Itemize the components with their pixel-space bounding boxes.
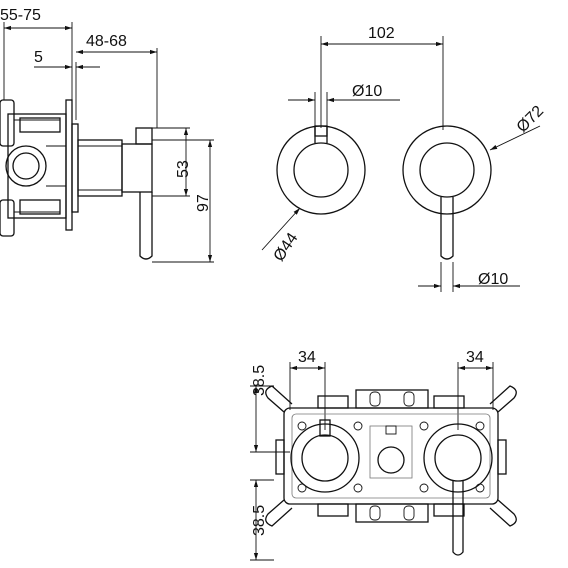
- dim-plate-gap: 5: [34, 49, 43, 66]
- dim-centre-distance: 102: [368, 25, 395, 42]
- dim-right-offset: 34: [466, 349, 484, 366]
- dim-depth-range: 55-75: [0, 7, 41, 24]
- dim-lever-diameter-bottom: Ø10: [478, 271, 508, 288]
- dim-left-offset: 34: [298, 349, 316, 366]
- side-view: 55-75 5 48-68: [0, 7, 214, 263]
- dim-lever-offset: 53: [175, 160, 192, 178]
- rear-view: 38.5 38.5 34 34: [250, 349, 517, 561]
- dim-rosette-large: Ø72: [514, 103, 547, 136]
- dim-bottom-margin: 38.5: [251, 505, 268, 536]
- dim-projection-range: 48-68: [86, 33, 127, 50]
- dim-lever-diameter-top: Ø10: [352, 83, 382, 100]
- front-view: 102 Ø10 Ø44 Ø72 Ø10: [261, 25, 547, 292]
- dim-lever-height: 97: [195, 194, 212, 212]
- dim-top-margin: 38.5: [251, 365, 268, 396]
